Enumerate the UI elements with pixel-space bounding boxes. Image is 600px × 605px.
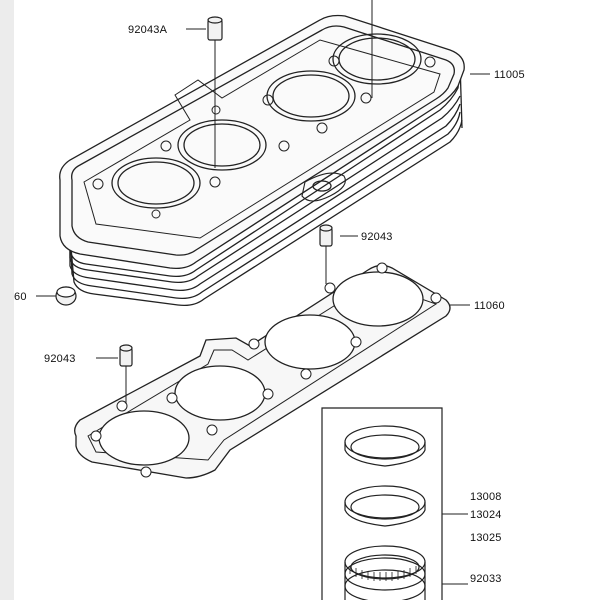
cylinder-block (59, 14, 465, 307)
label-13008: 13008 (470, 491, 502, 503)
label-92043A: 92043A (128, 24, 168, 36)
dowel-pin-92043-lower (119, 344, 133, 367)
label-13025: 13025 (470, 532, 502, 544)
label-13024: 13024 (470, 509, 502, 521)
piston-ring-box (321, 407, 443, 603)
label-92043-upper: 92043 (361, 231, 393, 243)
label-92043-lower: 92043 (44, 353, 76, 365)
label-11060: 11060 (474, 300, 505, 312)
bore-1 (111, 157, 201, 209)
bore-3 (266, 70, 356, 122)
label-60: 60 (14, 291, 27, 303)
label-11005: 11005 (494, 69, 525, 81)
leader-lines (36, 0, 490, 585)
left-margin-shade (0, 0, 14, 600)
bore-4 (332, 33, 422, 85)
label-92033: 92033 (470, 573, 502, 585)
bore-2 (177, 119, 267, 171)
dowel-pin-92043-upper (319, 224, 333, 247)
plug-60 (55, 286, 77, 306)
dowel-pin-92043A (207, 16, 223, 41)
base-gasket (74, 262, 451, 479)
